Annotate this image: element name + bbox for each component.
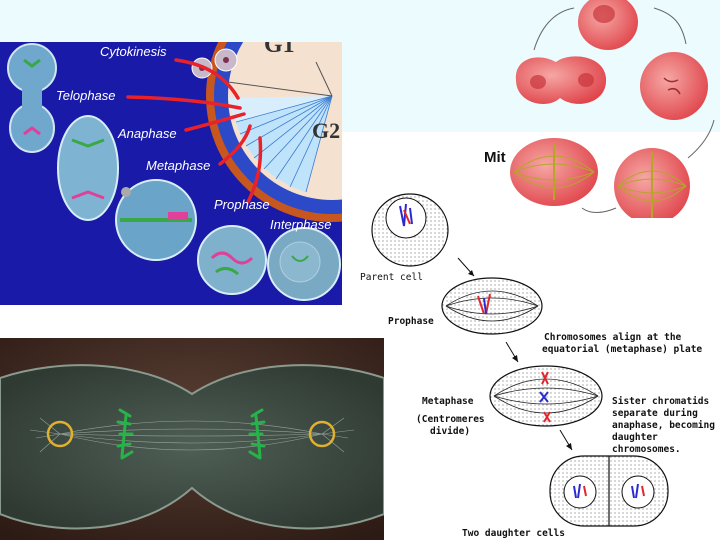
anaphase-micrograph-panel [0, 338, 384, 540]
cycle-divider-2 [315, 61, 333, 97]
label-sister-line4: daughter [612, 432, 658, 443]
label-two-daughter-cells: Two daughter cells [462, 528, 565, 539]
label-metaphase-stage: Metaphase [422, 396, 474, 407]
label-align-line2: equatorial (metaphase) plate [542, 344, 702, 355]
label-metaphase: Metaphase [146, 158, 210, 173]
red-cell-dividing-nucleus-1 [530, 75, 546, 89]
arrowhead-prophase-to-metaphase [512, 355, 518, 362]
label-anaphase: Anaphase [117, 126, 177, 141]
label-telophase: Telophase [56, 88, 116, 103]
centrosome-right [308, 420, 336, 448]
label-g1: G1 [264, 42, 295, 58]
cycle-m-wedge [228, 96, 332, 122]
prophase-diagram-cell [441, 277, 543, 335]
red-cell-dividing [515, 56, 607, 104]
label-centromeres-line1: (Centromeres [416, 414, 485, 425]
mitosis-stages-panel: Mit Parent cell Prophase Chromosomes ali… [350, 140, 720, 540]
label-sister-line1: Sister chromatids [612, 396, 709, 407]
red-cell-anaphase-spindle [617, 152, 687, 218]
label-sister-line3: anaphase, becoming [612, 420, 715, 431]
metaphase-diagram-cell [489, 365, 603, 427]
cell-cycle-panel: G1 G2 [0, 42, 342, 305]
red-cycle-arrows [533, 7, 715, 213]
label-g2: G2 [312, 118, 340, 143]
daughter-nucleus-2 [223, 57, 229, 63]
red-cells-cycle-diagram [510, 0, 715, 218]
red-cell-metaphase-spindle [513, 144, 595, 200]
dividing-cell-body [0, 364, 384, 530]
cell-cycle-diagram: G1 G2 [7, 42, 342, 301]
label-interphase: Interphase [270, 217, 331, 232]
daughter-cells-diagram [549, 455, 669, 527]
cycle-m-wedge-inner [236, 96, 332, 192]
red-cells-cycle-panel [504, 0, 720, 218]
metaphase-cell [115, 179, 197, 261]
arrowhead-parent-to-prophase [468, 270, 474, 276]
label-sister-line5: chromosomes. [612, 444, 681, 455]
telophase-cell [7, 43, 57, 153]
centrosome-left [46, 420, 74, 448]
interphase-cell [267, 227, 341, 301]
red-cell-dividing-nucleus-2 [578, 73, 594, 87]
red-cell-top [578, 0, 638, 50]
label-cytokinesis: Cytokinesis [100, 44, 167, 59]
arrowhead-metaphase-to-daughters [566, 443, 572, 450]
chromosomes-right [248, 408, 266, 460]
cycle-divider [227, 81, 333, 97]
label-prophase-stage: Prophase [388, 316, 434, 327]
parent-cell [371, 193, 449, 267]
red-cell-top-nucleus [593, 5, 615, 23]
red-cell-right [640, 52, 708, 120]
red-cell-right-chromatin [663, 77, 681, 95]
phase-arrows [126, 58, 263, 204]
label-sister-line2: separate during [612, 408, 698, 419]
chromosomes-left [116, 408, 134, 460]
label-prophase: Prophase [214, 197, 270, 212]
mitosis-stages-diagram: Mit Parent cell Prophase Chromosomes ali… [360, 149, 715, 539]
label-parent-cell: Parent cell [360, 272, 423, 283]
anaphase-micrograph [0, 338, 384, 540]
anaphase-cell [57, 115, 119, 221]
prophase-cell [197, 225, 267, 295]
mitosis-title: Mit [484, 149, 506, 166]
label-align-line1: Chromosomes align at the [544, 332, 682, 343]
label-centromeres-line2: divide) [430, 426, 470, 437]
